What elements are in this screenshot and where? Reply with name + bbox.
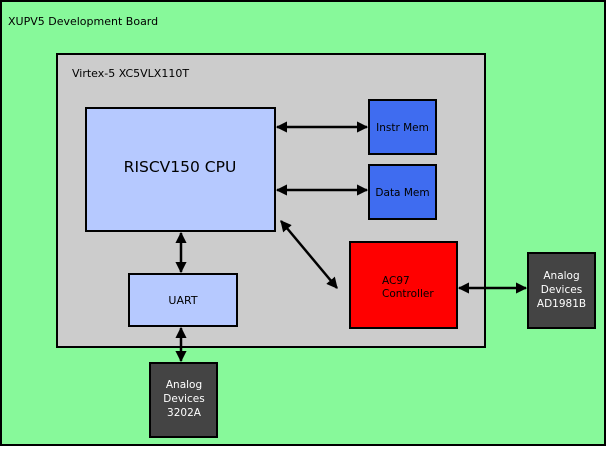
serial-label-line3: 3202A	[167, 407, 202, 419]
uart-box	[128, 273, 238, 327]
codec-label-line3: AD1981B	[537, 298, 586, 310]
data-mem-label: Data Mem	[375, 187, 429, 199]
serial-label-line2: Devices	[163, 393, 204, 405]
codec-chip-box	[527, 252, 596, 329]
ac97-label-line2: Controller	[382, 288, 434, 300]
serial-label-line1: Analog	[166, 379, 202, 391]
instr-mem-label: Instr Mem	[376, 122, 429, 134]
ac97-label-line1: AC97	[382, 275, 410, 287]
codec-label-line2: Devices	[541, 284, 582, 296]
arrow-cpu-ac97	[280, 220, 338, 289]
ac97-box	[349, 241, 458, 329]
fpga-label: Virtex-5 XC5VLX110T	[72, 67, 189, 80]
instr-mem-box	[368, 99, 437, 155]
serial-chip-box	[149, 362, 218, 438]
cpu-box	[85, 107, 276, 232]
board-label: XUPV5 Development Board	[8, 15, 158, 28]
cpu-label: RISCV150 CPU	[124, 158, 237, 176]
uart-label: UART	[168, 294, 197, 307]
data-mem-box	[368, 164, 437, 220]
codec-label-line1: Analog	[543, 270, 579, 282]
